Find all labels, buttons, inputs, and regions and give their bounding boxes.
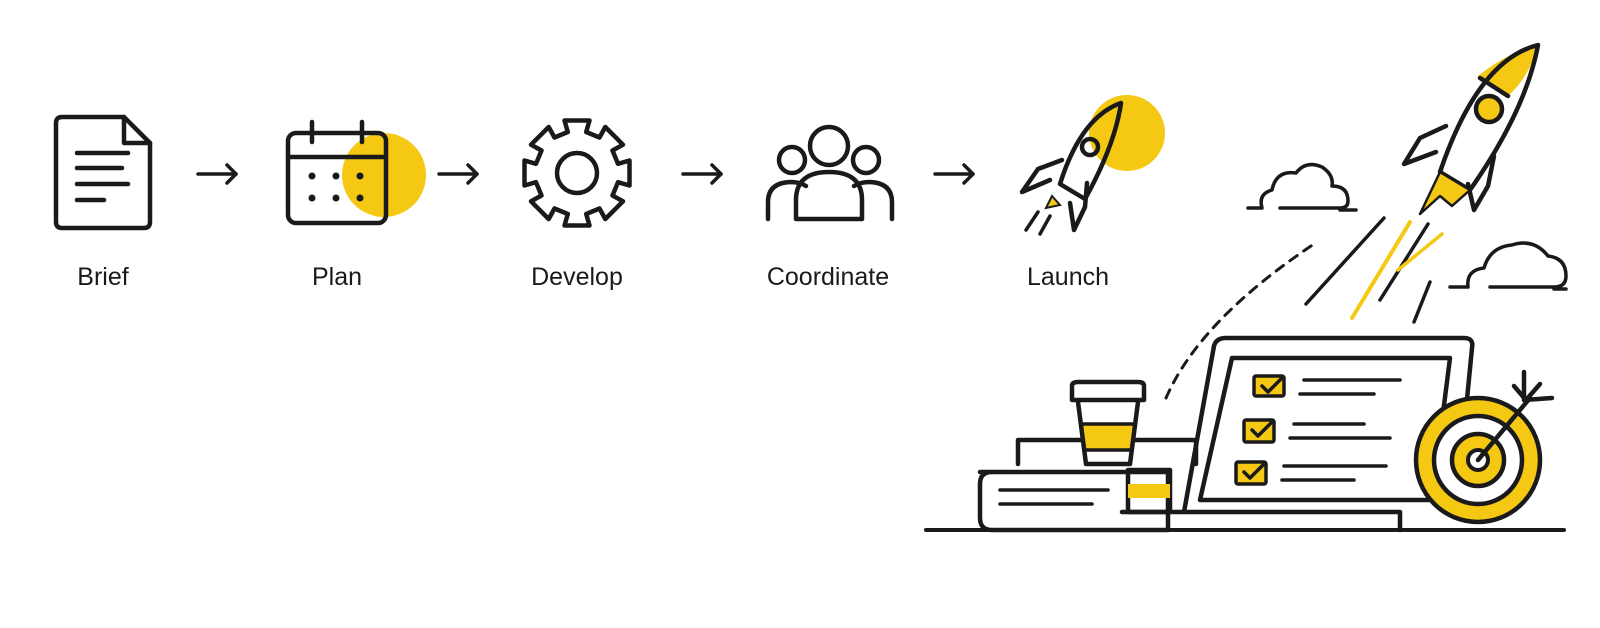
cloud-icon xyxy=(1246,162,1358,212)
launch-illustration xyxy=(924,42,1568,533)
step-label-brief: Brief xyxy=(77,263,128,291)
step-label-launch: Launch xyxy=(1027,263,1109,291)
checklist-icon xyxy=(1234,374,1402,486)
rocket-icon xyxy=(1401,42,1541,216)
coffee-cup-icon xyxy=(1069,379,1147,467)
step-label-plan: Plan xyxy=(312,263,362,291)
team-icon xyxy=(765,124,895,222)
rocket-icon xyxy=(1019,95,1165,236)
document-icon xyxy=(53,114,153,231)
rocket-trail xyxy=(1304,216,1444,324)
step-label-develop: Develop xyxy=(531,263,623,291)
calendar-icon xyxy=(285,119,426,226)
step-label-coordinate: Coordinate xyxy=(767,263,889,291)
arrow-right-icon xyxy=(437,163,479,185)
step-coordinate: Coordinate xyxy=(765,124,895,291)
arrow-right-icon xyxy=(196,163,238,185)
step-brief: Brief xyxy=(53,114,153,291)
gear-icon xyxy=(522,118,632,228)
arrow-right-icon xyxy=(933,163,975,185)
cloud-icon xyxy=(1448,241,1568,291)
step-launch: Launch xyxy=(1019,95,1165,291)
step-plan: Plan xyxy=(285,119,426,291)
arrow-right-icon xyxy=(681,163,723,185)
target-icon xyxy=(1413,369,1555,525)
trajectory-dashed-line xyxy=(1164,242,1316,400)
step-develop: Develop xyxy=(522,118,632,291)
